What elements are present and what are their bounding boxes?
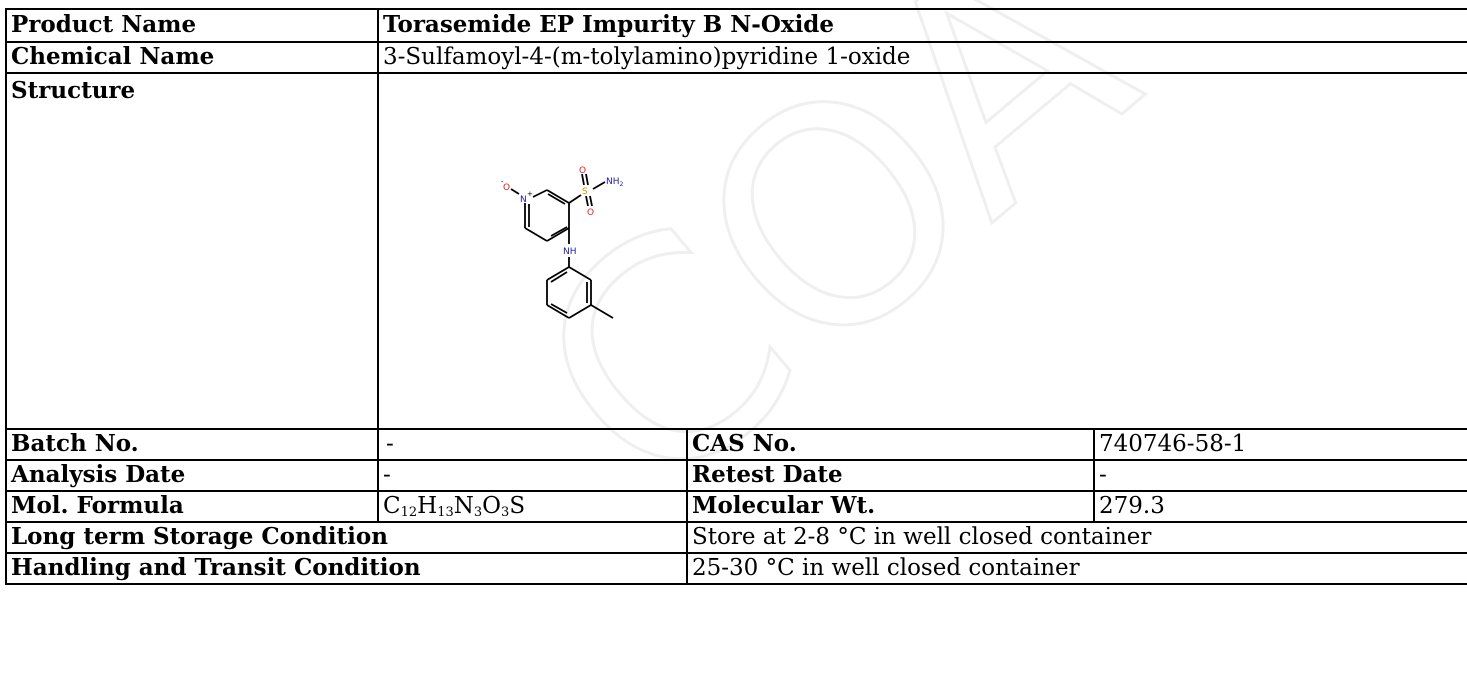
row-chemical-name: Chemical Name 3-Sulfamoyl-4-(m-tolylamin… [5,41,1467,74]
handling-transit-value: 25-30 °C in well closed container [686,552,1467,585]
atom-n-plus-charge: + [527,190,533,198]
structure-label: Structure [5,72,379,430]
atom-n-plus: N [520,195,527,205]
row-product-name: Product Name Torasemide EP Impurity B N-… [5,8,1467,43]
cas-no-label: CAS No. [686,428,1095,461]
analysis-date-value: - [377,459,688,492]
molecular-wt-value: 279.3 [1093,490,1467,523]
atom-o-minus-charge: - [501,178,504,186]
batch-no-label: Batch No. [5,428,379,461]
retest-date-label: Retest Date [686,459,1095,492]
row-structure: Structure [5,72,1467,430]
chemical-name-value: 3-Sulfamoyl-4-(m-tolylamino)pyridine 1-o… [377,41,1467,74]
atom-o-bottom: O [587,208,594,218]
long-term-storage-value: Store at 2-8 °C in well closed container [686,521,1467,554]
atom-o-minus: O [503,183,510,193]
cas-no-value: 740746-58-1 [1093,428,1467,461]
atom-nh: NH [563,247,577,257]
atom-nh2: NH2 [606,177,624,188]
structure-image: O - N + S O O NH2 NH [501,166,624,319]
handling-transit-label: Handling and Transit Condition [5,552,688,585]
row-analysis-retest: Analysis Date - Retest Date - [5,459,1467,492]
retest-date-value: - [1093,459,1467,492]
structure-cell: O - N + S O O NH2 NH [377,72,1467,430]
row-batch-cas: Batch No. - CAS No. 740746-58-1 [5,428,1467,461]
chemical-name-label: Chemical Name [5,41,379,74]
row-formula-weight: Mol. Formula C12H13N3O3S Molecular Wt. 2… [5,490,1467,523]
row-long-term-storage: Long term Storage Condition Store at 2-8… [5,521,1467,554]
mol-formula-value: C12H13N3O3S [377,490,688,523]
batch-no-value: - [377,428,688,461]
atom-s: S [582,187,588,197]
row-handling-transit: Handling and Transit Condition 25-30 °C … [5,552,1467,585]
analysis-date-label: Analysis Date [5,459,379,492]
product-name-value: Torasemide EP Impurity B N-Oxide [377,8,1467,43]
mol-formula-label: Mol. Formula [5,490,379,523]
atom-o-top: O [579,166,586,176]
long-term-storage-label: Long term Storage Condition [5,521,688,554]
product-name-label: Product Name [5,8,379,43]
molecular-wt-label: Molecular Wt. [686,490,1095,523]
coa-table: Product Name Torasemide EP Impurity B N-… [5,8,1467,585]
